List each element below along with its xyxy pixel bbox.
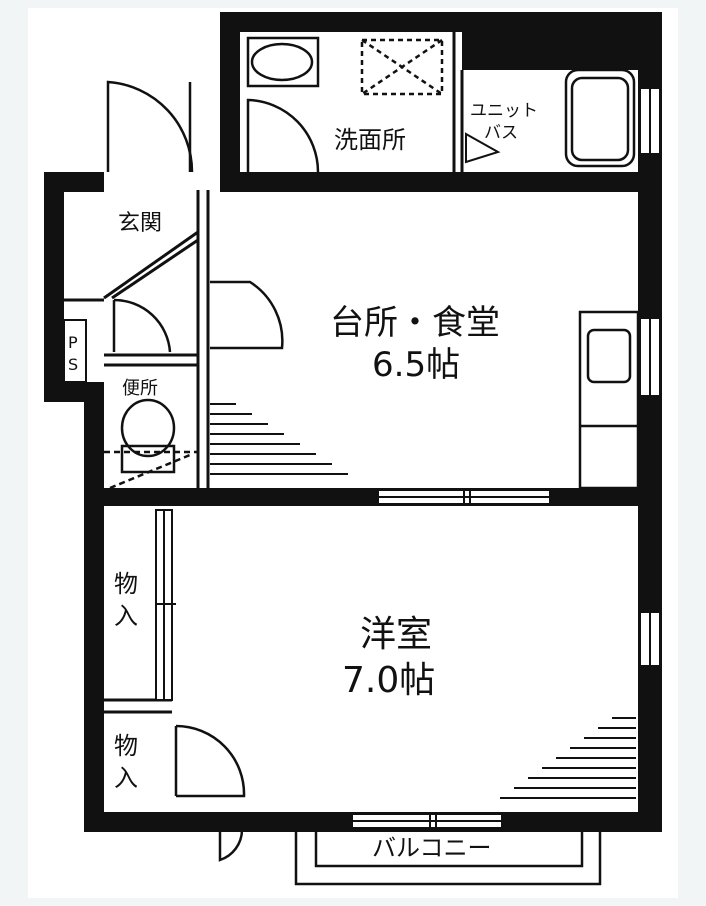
storage-upper-label-line1: 物 bbox=[114, 570, 138, 598]
windows bbox=[155, 87, 661, 829]
ps-label-p: P bbox=[68, 333, 78, 352]
western-room-size-label: 7.0帖 bbox=[342, 660, 435, 701]
ps-box bbox=[63, 319, 87, 383]
storage-lower-label-line2: 入 bbox=[114, 764, 138, 792]
washroom-label: 洗面所 bbox=[334, 126, 406, 154]
doors bbox=[106, 80, 320, 862]
unit-bath-label-line2: バス bbox=[484, 123, 518, 143]
kitchen-size-label: 6.5帖 bbox=[372, 345, 460, 385]
entrance-label: 玄関 bbox=[118, 211, 162, 236]
ps-label-s: S bbox=[68, 355, 78, 374]
floor-hatching bbox=[210, 403, 636, 799]
balcony-label: バルコニー bbox=[372, 834, 492, 862]
interior-walls bbox=[64, 32, 464, 714]
kitchen-name-label: 台所・食堂 bbox=[330, 303, 500, 343]
storage-upper-label-line2: 入 bbox=[114, 602, 138, 630]
fixtures bbox=[104, 36, 640, 490]
unit-bath-label-line1: ユニット bbox=[470, 101, 538, 121]
storage-lower-label-line1: 物 bbox=[114, 732, 138, 760]
balcony-outline bbox=[294, 828, 602, 886]
toilet-label: 便所 bbox=[122, 378, 158, 399]
bath-door-marker bbox=[465, 132, 501, 164]
western-room-name-label: 洋室 bbox=[360, 614, 432, 655]
